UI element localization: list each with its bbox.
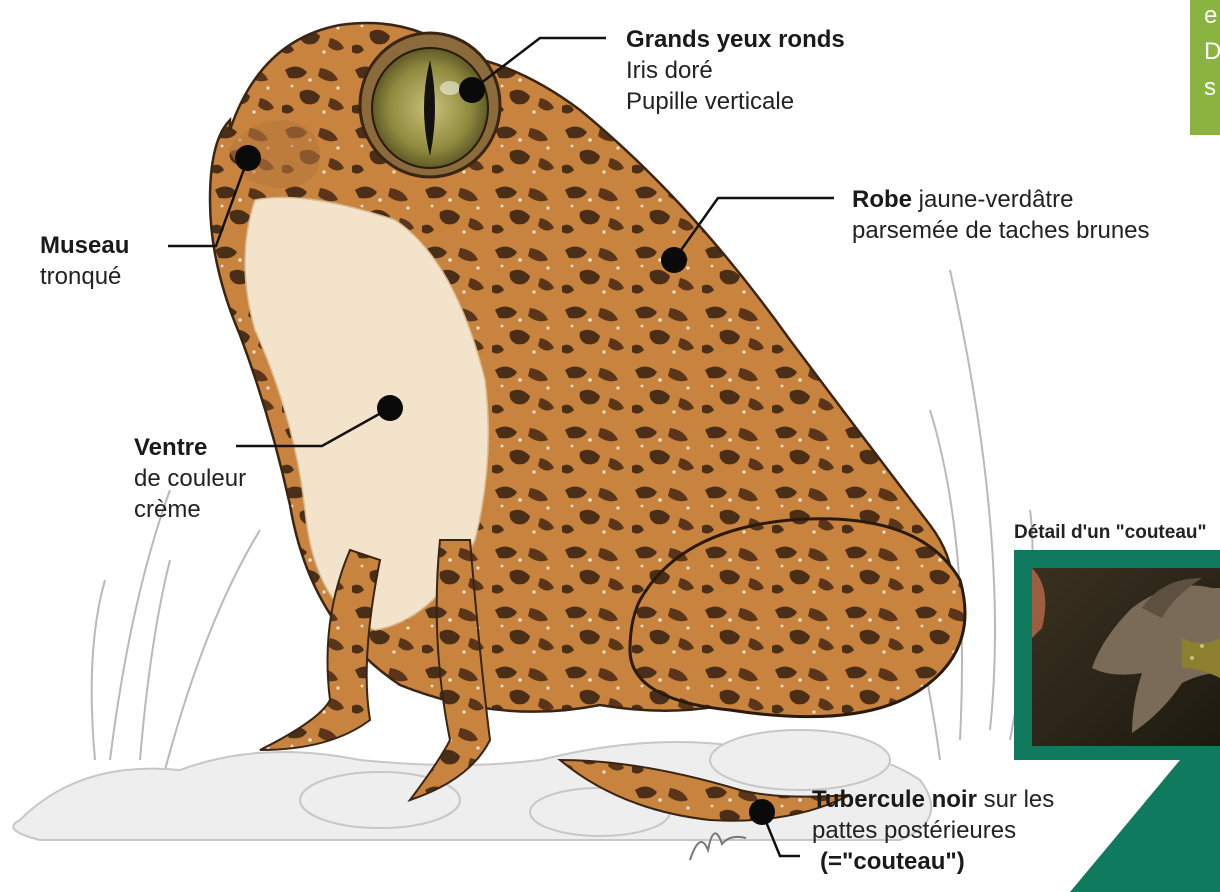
label-eyes-line1: Iris doré [626,57,713,84]
label-eyes-title: Grands yeux ronds [626,26,845,53]
label-snout-title: Museau [40,232,129,259]
teal-triangle [1070,760,1220,892]
dot-snout [235,145,261,171]
dot-tubercle [749,799,775,825]
label-belly: Ventre de couleur crème [134,432,246,525]
label-tubercle-line2: pattes postérieures [812,817,1016,844]
dot-eye [459,77,485,103]
label-robe-rest: jaune-verdâtre [912,186,1073,213]
info-box-line: D [1204,34,1220,70]
label-belly-title: Ventre [134,434,207,461]
info-box-line: e [1204,0,1220,34]
label-tubercle-line3: (="couteau") [820,848,965,875]
label-robe-line2: parsemée de taches brunes [852,217,1150,244]
detail-photo [1032,568,1220,746]
toad-eye [360,33,500,177]
detail-title: Détail d'un "couteau" [1014,522,1207,544]
label-belly-line2: crème [134,496,201,523]
dot-belly [377,395,403,421]
label-tubercle-title: Tubercule noir [812,786,977,813]
label-tubercle-rest: sur les [977,786,1054,813]
label-eyes: Grands yeux ronds Iris doré Pupille vert… [626,24,845,117]
label-belly-line1: de couleur [134,465,246,492]
info-box-line: s [1204,70,1220,106]
label-snout-line1: tronqué [40,263,121,290]
label-tubercle: Tubercule noir sur les pattes postérieur… [812,784,1054,877]
label-snout: Museau tronqué [40,230,129,292]
dot-robe [661,247,687,273]
label-eyes-line2: Pupille verticale [626,88,794,115]
label-robe-title: Robe [852,186,912,213]
label-robe: Robe jaune-verdâtre parsemée de taches b… [852,184,1150,246]
info-box: e D s [1190,0,1220,135]
toad-body [210,23,965,821]
